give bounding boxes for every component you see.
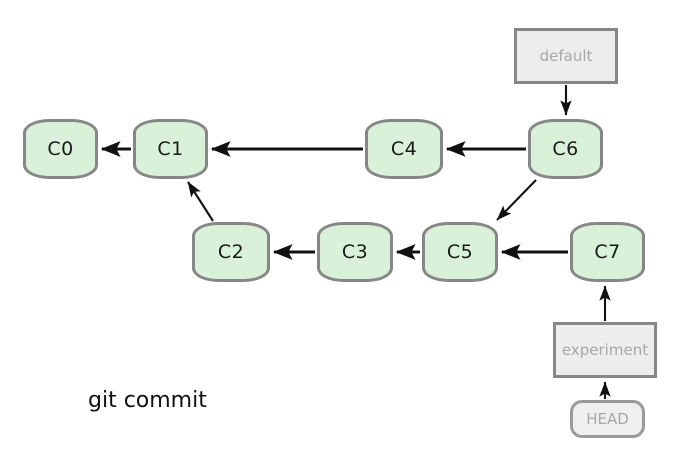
commit-label: C5	[446, 240, 474, 263]
commit-label: C1	[157, 137, 184, 160]
branch-label-box-experiment[interactable]: experiment	[553, 322, 657, 378]
commit-node-c6[interactable]: C6	[528, 119, 603, 179]
commit-label: C3	[341, 240, 369, 263]
commit-label: C6	[552, 137, 579, 160]
commit-node-c1[interactable]: C1	[133, 119, 208, 179]
head-label: HEAD	[586, 409, 629, 428]
commit-label: C0	[47, 137, 74, 160]
commit-node-c3[interactable]: C3	[317, 222, 393, 282]
commit-label: C7	[594, 240, 621, 263]
head-pointer-box[interactable]: HEAD	[570, 400, 645, 438]
commit-node-c7[interactable]: C7	[570, 222, 645, 282]
commit-node-c0[interactable]: C0	[23, 119, 98, 179]
branch-label-box-default[interactable]: default	[514, 28, 618, 84]
commit-label: C2	[217, 240, 245, 263]
branch-label: experiment	[561, 340, 649, 359]
diagram-caption: git commit	[88, 388, 207, 413]
commit-node-c5[interactable]: C5	[422, 222, 498, 282]
commit-node-c2[interactable]: C2	[192, 222, 270, 282]
commit-label: C4	[390, 137, 418, 160]
edge-c6-to-c5	[496, 179, 537, 221]
edge-c2-to-c1	[187, 181, 214, 222]
branch-label: default	[539, 46, 593, 65]
commit-node-c4[interactable]: C4	[365, 119, 443, 179]
